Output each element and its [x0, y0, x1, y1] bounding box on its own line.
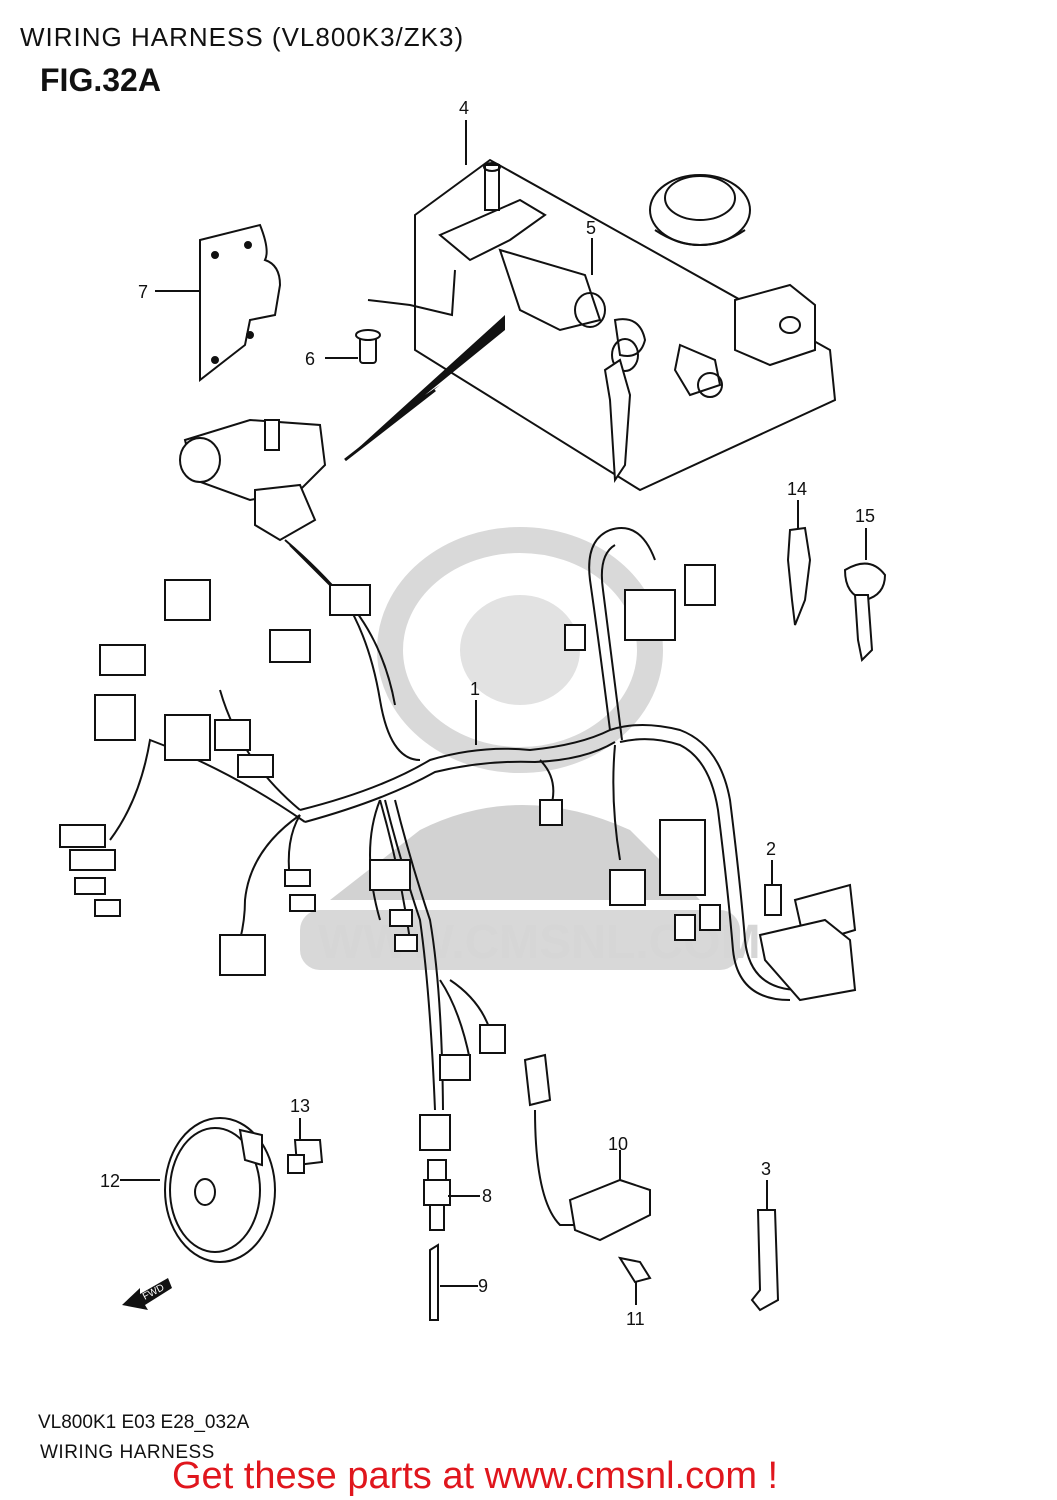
callout-11: 11 [626, 1309, 645, 1329]
callout-8: 8 [482, 1186, 492, 1206]
callout-6: 6 [305, 349, 315, 369]
callout-13: 13 [290, 1096, 310, 1116]
screw-part-11 [617, 1256, 652, 1305]
ignition-switch-assembly [179, 418, 327, 542]
bolt-part-6 [325, 329, 381, 364]
drawing-code: VL800K1 E03 E28_032A [38, 1412, 250, 1433]
brake-switch-part-8 [423, 1159, 480, 1231]
callout-1: 1 [470, 679, 480, 699]
forward-direction-arrow: FWD [122, 1278, 172, 1310]
callout-5: 5 [586, 218, 596, 238]
spring-part-9 [429, 1243, 478, 1321]
callout-4: 4 [459, 98, 469, 118]
fuse-part-2 [758, 860, 857, 1002]
switch-part-10 [523, 1053, 651, 1242]
horn-part-12 [120, 1117, 276, 1263]
callout-numbers: 1 2 3 4 5 6 7 8 9 10 11 12 13 14 15 [100, 98, 875, 1329]
key-part-15 [843, 528, 887, 663]
callout-14: 14 [787, 479, 807, 499]
plate-part-7 [155, 223, 282, 383]
parts-link[interactable]: Get these parts at www.cmsnl.com ! [172, 1455, 779, 1497]
callout-3: 3 [761, 1159, 771, 1179]
bolt-part-13 [287, 1118, 324, 1174]
callout-12: 12 [100, 1171, 120, 1191]
key-part-14 [786, 500, 812, 626]
fwd-label: FWD [141, 1282, 166, 1302]
watermark-logo: WWW.CMSNL.COM [300, 527, 761, 970]
drawing-title: WIRING HARNESS [40, 1442, 215, 1463]
wiring-harness-part-1 [59, 527, 801, 1151]
ignition-switch-set-box [367, 120, 837, 492]
callout-15: 15 [855, 506, 875, 526]
callout-7: 7 [138, 282, 148, 302]
callout-9: 9 [478, 1276, 488, 1296]
pointer-arrow [345, 315, 505, 460]
clamp-part-3 [750, 1180, 780, 1312]
callout-10: 10 [608, 1134, 628, 1154]
callout-2: 2 [766, 839, 776, 859]
diagram-title: WIRING HARNESS (VL800K3/ZK3) [20, 22, 465, 52]
figure-label: FIG.32A [40, 62, 161, 98]
